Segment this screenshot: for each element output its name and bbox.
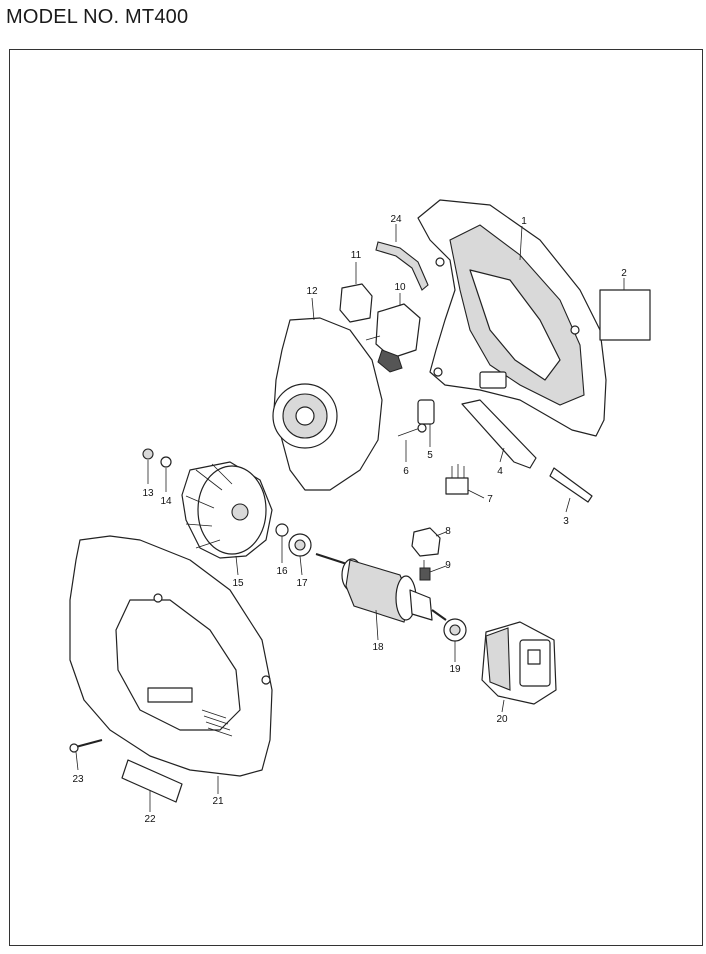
screw-23-part xyxy=(69,739,103,753)
part-number-21: 21 xyxy=(212,796,224,807)
part-number-24: 24 xyxy=(390,214,402,225)
washer-14-part xyxy=(160,456,172,468)
part-number-12: 12 xyxy=(306,286,318,297)
part-number-1: 1 xyxy=(521,216,527,227)
field-part xyxy=(481,621,557,705)
part-number-14: 14 xyxy=(160,496,172,507)
part-number-7: 7 xyxy=(487,494,493,505)
part-number-8: 8 xyxy=(445,526,451,537)
part-number-23: 23 xyxy=(72,774,84,785)
part-number-18: 18 xyxy=(372,642,384,653)
label-22-part xyxy=(121,759,183,803)
part-number-3: 3 xyxy=(563,516,569,527)
switch-part xyxy=(365,303,421,373)
part-number-17: 17 xyxy=(296,578,308,589)
part-number-4: 4 xyxy=(497,466,503,477)
terminal-part xyxy=(445,464,469,495)
label-plate-part xyxy=(599,289,651,341)
part-number-13: 13 xyxy=(142,488,154,499)
housing-left-part xyxy=(69,535,273,777)
part-number-16: 16 xyxy=(276,566,288,577)
cord-guard-part xyxy=(417,399,435,425)
part-number-6: 6 xyxy=(403,466,409,477)
part-number-9: 9 xyxy=(445,560,451,571)
nut-part xyxy=(142,448,154,460)
housing-right-part xyxy=(417,199,607,437)
strip-part xyxy=(375,241,429,291)
part-number-22: 22 xyxy=(144,814,156,825)
brush-holder-8-part xyxy=(411,527,441,557)
ring-16-part xyxy=(275,523,289,537)
bearing-19-part xyxy=(443,618,467,642)
part-number-10: 10 xyxy=(394,282,406,293)
brush-9-part xyxy=(419,560,431,581)
bearing-17-part xyxy=(288,533,312,557)
leader-lines xyxy=(75,224,625,812)
armature-part xyxy=(315,553,447,623)
fan-cover-part xyxy=(272,317,383,491)
model-title: MODEL NO. MT400 xyxy=(6,6,189,28)
screw-6-part xyxy=(397,423,427,437)
diagram-frame xyxy=(9,49,703,946)
part-number-15: 15 xyxy=(232,578,244,589)
part-number-11: 11 xyxy=(351,250,362,261)
part-number-20: 20 xyxy=(496,714,508,725)
cord-part xyxy=(549,467,593,503)
part-number-19: 19 xyxy=(449,664,461,675)
cord-guard-long-part xyxy=(461,399,537,469)
fan-part xyxy=(181,461,273,559)
part-number-2: 2 xyxy=(621,268,627,279)
switch-cap-part xyxy=(339,283,373,323)
part-number-5: 5 xyxy=(427,450,433,461)
